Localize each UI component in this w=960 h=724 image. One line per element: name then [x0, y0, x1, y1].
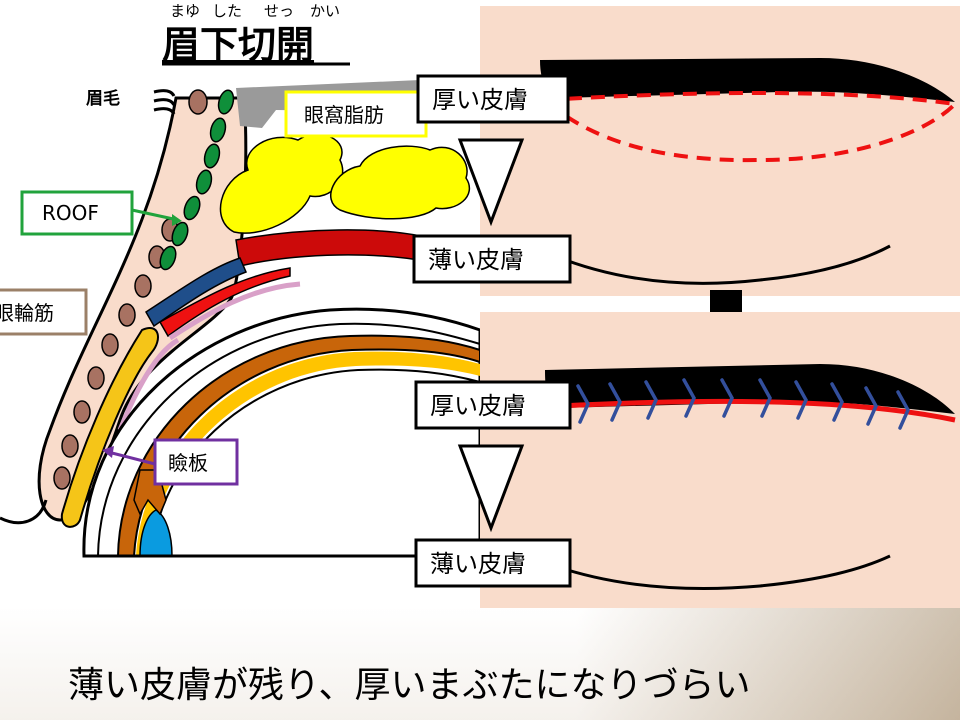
orbit-yellow [136, 351, 480, 556]
thick-label-2: 厚い皮膚 [430, 392, 526, 420]
page-title: 眉下切開 [162, 23, 314, 67]
muller-blue [144, 257, 247, 328]
caption-text: 薄い皮膚が残り、厚いまぶたになりづらい [68, 665, 751, 706]
conjunctiva-red [158, 267, 291, 338]
thin-label-2: 薄い皮膚 [430, 550, 526, 578]
roof-label: ROOF [42, 201, 99, 225]
panel-labels: 厚い皮膚 薄い皮膚 厚い皮膚 薄い皮膚 [412, 74, 572, 588]
orbicularis-spots [53, 89, 208, 490]
fat-label: 眼窩脂肪 [304, 103, 384, 127]
thick-label-box-1 [416, 74, 570, 124]
ruby-1: まゆ [170, 2, 200, 20]
fat-blob-2 [330, 145, 471, 220]
fat-label-box [284, 90, 428, 138]
conjunctiva-pink [117, 281, 301, 431]
tarsus-leader [107, 450, 156, 466]
thin-label-box-2 [414, 538, 572, 588]
anatomy-cross-section [0, 80, 482, 558]
title-ruby: まゆ した せっ かい [170, 2, 340, 20]
muscle-label: 眼輪筋 [0, 301, 54, 325]
thin-label-box-1 [412, 234, 572, 284]
tarsus-label-box [153, 438, 239, 486]
roof-leader [131, 208, 179, 222]
ruby-3: せっ [264, 2, 294, 20]
tarsus-arrowhead [102, 446, 114, 458]
thick-label-box-2 [414, 380, 572, 430]
tarsus-label: 瞼板 [168, 451, 208, 475]
globe-outer [82, 307, 482, 558]
levator-muscle [235, 229, 431, 267]
roof-label-box [20, 190, 134, 236]
thin-skin-line-after [554, 554, 891, 591]
lid-edge [0, 499, 48, 525]
thick-skin-band [540, 58, 955, 102]
roof-arrowhead [172, 214, 182, 226]
ruby-4: かい [310, 2, 340, 20]
triangle-marker-top [457, 138, 525, 227]
roof-tissue [159, 89, 235, 271]
globe-line-2 [97, 322, 481, 557]
muscle-label-box [0, 288, 88, 336]
incision-outline [540, 91, 960, 163]
globe-inner-line [151, 368, 481, 557]
tarsus-plate [60, 327, 159, 528]
eyebrow-hairs [153, 89, 176, 115]
thick-label-1: 厚い皮膚 [432, 86, 528, 114]
thin-skin-line [554, 244, 891, 285]
eyebrow-label: 眉毛 [86, 88, 120, 109]
thin-label-1: 薄い皮膚 [428, 246, 524, 274]
triangle-marker-bottom [457, 444, 525, 533]
ruby-2: した [212, 2, 242, 20]
sutures [576, 378, 910, 430]
caption-band-shade [0, 608, 960, 720]
